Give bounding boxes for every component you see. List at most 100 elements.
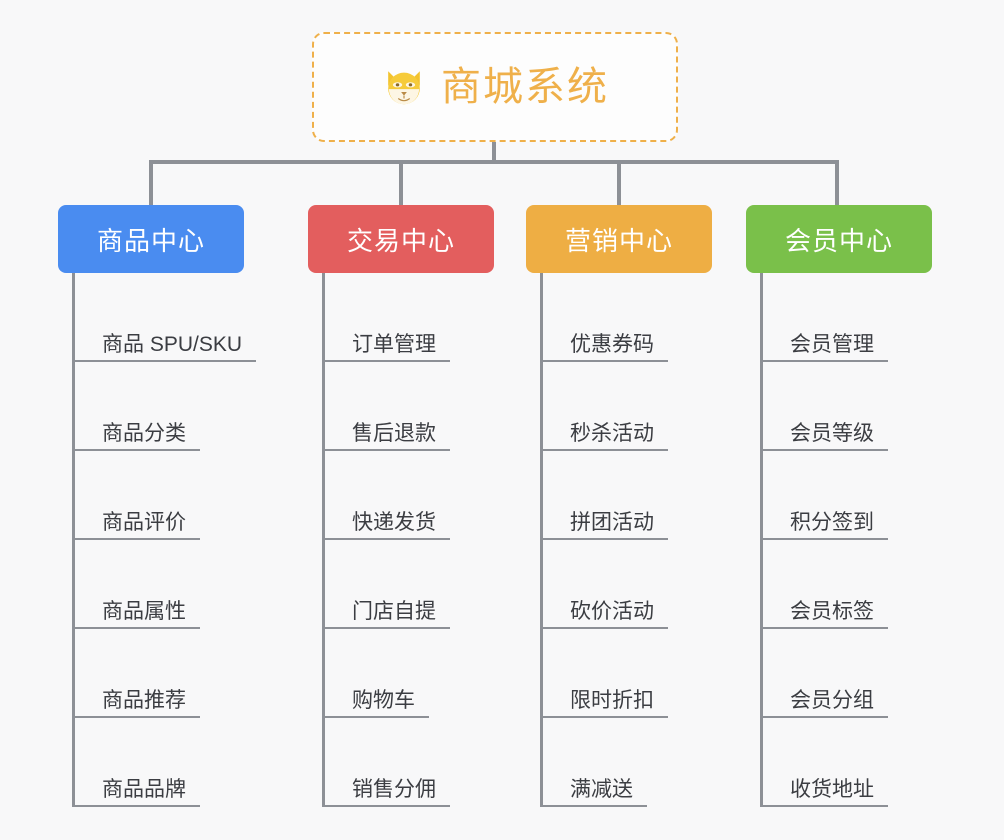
leaf-label: 快递发货: [352, 510, 436, 534]
leaf-underline: 限时折扣: [540, 689, 668, 718]
branch-column-product-center: 商品中心商品 SPU/SKU 商品分类商品评价商品属性商品推荐商品品牌: [58, 205, 257, 807]
branch-items-member-center: 会员管理会员等级积分签到会员标签会员分组收货地址: [760, 273, 932, 807]
branch-column-trade-center: 交易中心订单管理售后退款快递发货门店自提购物车销售分佣: [308, 205, 494, 807]
category-label: 商品中心: [96, 225, 205, 256]
leaf-underline: 会员分组: [760, 689, 888, 718]
branch-column-member-center: 会员中心会员管理会员等级积分签到会员标签会员分组收货地址: [746, 205, 932, 807]
connector-drop-3: [617, 160, 621, 207]
leaf-underline: 快递发货: [322, 511, 450, 540]
leaf-label: 商品品牌: [102, 777, 186, 801]
leaf-label: 订单管理: [352, 332, 436, 356]
connector-drop-2: [399, 160, 403, 207]
leaf-label: 积分签到: [790, 510, 874, 534]
connector-stem: [492, 142, 496, 164]
leaf-item[interactable]: 销售分佣: [322, 718, 494, 807]
category-card-marketing-center[interactable]: 营销中心: [526, 205, 712, 273]
leaf-underline: 门店自提: [322, 600, 450, 629]
leaf-label: 限时折扣: [570, 688, 654, 712]
leaf-item[interactable]: 门店自提: [322, 540, 494, 629]
leaf-underline: 会员等级: [760, 422, 888, 451]
leaf-label: 商品推荐: [102, 688, 186, 712]
leaf-label: 会员分组: [790, 688, 874, 712]
branch-spine: [72, 273, 75, 807]
leaf-item[interactable]: 收货地址: [760, 718, 932, 807]
root-node[interactable]: 商城系统: [312, 32, 678, 142]
leaf-underline: 拼团活动: [540, 511, 668, 540]
leaf-label: 砍价活动: [570, 599, 654, 623]
leaf-item[interactable]: 订单管理: [322, 273, 494, 362]
leaf-item[interactable]: 秒杀活动: [540, 362, 712, 451]
branch-column-marketing-center: 营销中心优惠券码秒杀活动拼团活动砍价活动限时折扣满减送: [526, 205, 712, 807]
leaf-item[interactable]: 砍价活动: [540, 540, 712, 629]
category-card-product-center[interactable]: 商品中心: [58, 205, 244, 273]
category-card-member-center[interactable]: 会员中心: [746, 205, 932, 273]
leaf-underline: 商品评价: [72, 511, 200, 540]
leaf-label: 会员管理: [790, 332, 874, 356]
branch-spine: [760, 273, 763, 807]
leaf-item[interactable]: 商品品牌: [72, 718, 244, 807]
leaf-item[interactable]: 售后退款: [322, 362, 494, 451]
shiba-dog-icon: [381, 64, 427, 110]
leaf-underline: 会员标签: [760, 600, 888, 629]
leaf-item[interactable]: 快递发货: [322, 451, 494, 540]
leaf-underline: 销售分佣: [322, 778, 450, 807]
leaf-item[interactable]: 限时折扣: [540, 629, 712, 718]
leaf-item[interactable]: 会员标签: [760, 540, 932, 629]
leaf-underline: 商品 SPU/SKU: [72, 332, 257, 362]
leaf-label: 商品分类: [102, 421, 186, 445]
leaf-underline: 商品分类: [72, 422, 200, 451]
leaf-item[interactable]: 商品分类: [72, 362, 244, 451]
leaf-underline: 优惠券码: [540, 333, 668, 362]
leaf-item[interactable]: 积分签到: [760, 451, 932, 540]
leaf-item[interactable]: 优惠券码: [540, 273, 712, 362]
connector-bus: [149, 160, 839, 164]
connector-drop-4: [835, 160, 839, 207]
leaf-item[interactable]: 购物车: [322, 629, 494, 718]
leaf-item[interactable]: 商品 SPU/SKU: [72, 273, 257, 362]
leaf-label: 商品评价: [102, 510, 186, 534]
category-card-trade-center[interactable]: 交易中心: [308, 205, 494, 273]
leaf-label: 销售分佣: [352, 777, 436, 801]
leaf-underline: 满减送: [540, 778, 647, 807]
leaf-underline: 砍价活动: [540, 600, 668, 629]
leaf-label: 收货地址: [790, 777, 874, 801]
leaf-label: 拼团活动: [570, 510, 654, 534]
leaf-underline: 会员管理: [760, 333, 888, 362]
leaf-item[interactable]: 会员管理: [760, 273, 932, 362]
branch-items-trade-center: 订单管理售后退款快递发货门店自提购物车销售分佣: [322, 273, 494, 807]
leaf-underline: 商品属性: [72, 600, 200, 629]
leaf-item[interactable]: 商品评价: [72, 451, 244, 540]
leaf-label: 售后退款: [352, 421, 436, 445]
leaf-label: 秒杀活动: [570, 421, 654, 445]
leaf-underline: 收货地址: [760, 778, 888, 807]
branch-spine: [322, 273, 325, 807]
leaf-underline: 商品推荐: [72, 689, 200, 718]
leaf-label: 门店自提: [352, 599, 436, 623]
category-label: 交易中心: [346, 225, 455, 256]
leaf-underline: 商品品牌: [72, 778, 200, 807]
leaf-label: 购物车: [352, 688, 415, 712]
leaf-underline: 积分签到: [760, 511, 888, 540]
leaf-item[interactable]: 拼团活动: [540, 451, 712, 540]
leaf-label: 商品属性: [102, 599, 186, 623]
category-label: 营销中心: [564, 225, 673, 256]
leaf-underline: 订单管理: [322, 333, 450, 362]
root-title: 商城系统: [441, 65, 609, 109]
connector-drop-1: [149, 160, 153, 207]
leaf-label: 会员标签: [790, 599, 874, 623]
branch-items-marketing-center: 优惠券码秒杀活动拼团活动砍价活动限时折扣满减送: [540, 273, 712, 807]
leaf-item[interactable]: 商品推荐: [72, 629, 244, 718]
leaf-label: 会员等级: [790, 421, 874, 445]
leaf-underline: 售后退款: [322, 422, 450, 451]
category-label: 会员中心: [784, 225, 893, 256]
leaf-item[interactable]: 会员等级: [760, 362, 932, 451]
leaf-label: 商品 SPU/SKU: [102, 332, 243, 356]
leaf-underline: 秒杀活动: [540, 422, 668, 451]
leaf-underline: 购物车: [322, 689, 429, 718]
leaf-item[interactable]: 满减送: [540, 718, 712, 807]
leaf-item[interactable]: 会员分组: [760, 629, 932, 718]
leaf-item[interactable]: 商品属性: [72, 540, 244, 629]
leaf-label: 优惠券码: [570, 332, 654, 356]
branch-spine: [540, 273, 543, 807]
